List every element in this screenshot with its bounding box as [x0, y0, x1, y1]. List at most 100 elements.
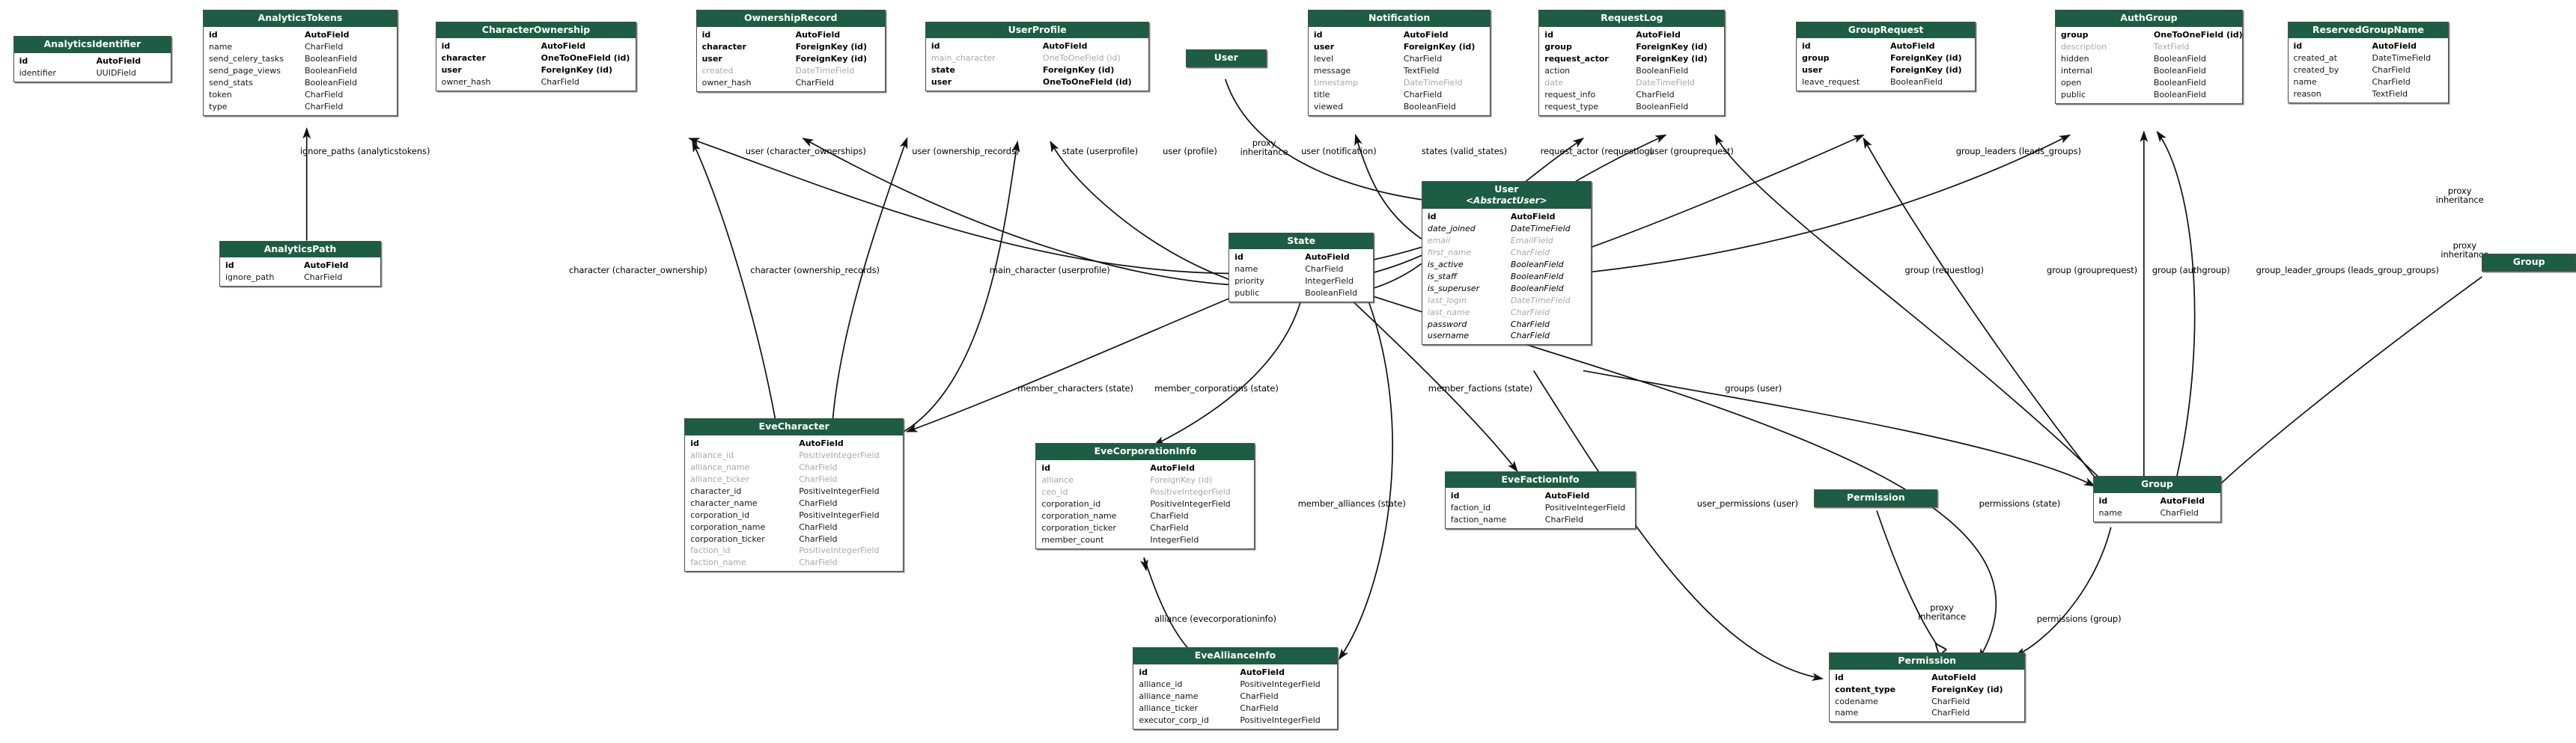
field-name: alliance_name [690, 462, 750, 472]
field-name: name [2293, 77, 2317, 88]
field-name: type [209, 101, 228, 111]
field-type: ForeignKey (id) [1636, 41, 1708, 52]
field-name: description [2060, 41, 2107, 52]
field-type: BooleanField [2153, 53, 2206, 64]
field-row: id AutoField [1446, 490, 1636, 502]
field-type: AutoField [1931, 672, 1976, 682]
field-type: OneToOneField (id) [1042, 53, 1121, 64]
field-type: AutoField [1544, 491, 1590, 501]
field-name: group [1544, 41, 1572, 52]
field-type: CharField [799, 474, 838, 484]
edge-label: member_characters (state) [1017, 383, 1133, 394]
field-type: CharField [2372, 65, 2411, 76]
field-name: faction_id [690, 545, 731, 556]
field-type: PositiveIntegerField [1150, 498, 1231, 509]
field-type: AutoField [541, 41, 586, 52]
field-type: CharField [1150, 510, 1189, 521]
entity-title: Notification [1308, 10, 1491, 28]
relationship-edge [692, 140, 776, 419]
field-type: BooleanField [1510, 259, 1564, 269]
entity-title: EveAllianceInfo [1133, 648, 1337, 666]
field-row: type CharField [204, 101, 397, 113]
field-type: DateTimeField [795, 65, 855, 76]
field-type: AutoField [304, 260, 349, 271]
field-type: CharField [1931, 708, 1970, 718]
entity-title: User<AbstractUser> [1422, 182, 1591, 210]
entity-permission_proxy[interactable]: Permission [1814, 489, 1938, 507]
relationship-edge [1338, 293, 1393, 661]
field-type: CharField [305, 101, 344, 111]
edge-label: group_leaders (leads_groups) [1955, 146, 2081, 156]
field-type: TextField [1403, 65, 1440, 76]
field-type: AutoField [795, 29, 841, 40]
edge-label: user (notification) [1301, 146, 1377, 156]
field-type: CharField [1544, 515, 1584, 525]
field-name: id [1835, 672, 1844, 682]
entity-user_proxy[interactable]: User [1185, 49, 1267, 67]
field-type: DateTimeField [1510, 224, 1571, 234]
field-name: user [931, 77, 952, 88]
entity-title: AnalyticsPath [220, 241, 380, 259]
field-type: DateTimeField [2372, 53, 2432, 64]
field-name: id [2293, 41, 2303, 52]
field-name: id [1802, 41, 1811, 52]
entity-title: AuthGroup [2055, 10, 2242, 28]
entity-group_proxy[interactable]: Group [2482, 254, 2576, 272]
field-type: CharField [799, 533, 838, 544]
field-name: identifier [19, 68, 56, 79]
edge-label: ignore_paths (analyticstokens) [299, 146, 430, 156]
field-type: CharField [1510, 331, 1550, 341]
field-type: BooleanField [1305, 288, 1358, 299]
edge-label: group_leader_groups (leads_group_groups) [2256, 264, 2439, 275]
field-name: corporation_ticker [1041, 522, 1116, 533]
field-name: id [1450, 491, 1460, 501]
relationship-edge [2210, 276, 2482, 495]
field-name: priority [1234, 276, 1264, 287]
field-type: CharField [1403, 53, 1443, 64]
